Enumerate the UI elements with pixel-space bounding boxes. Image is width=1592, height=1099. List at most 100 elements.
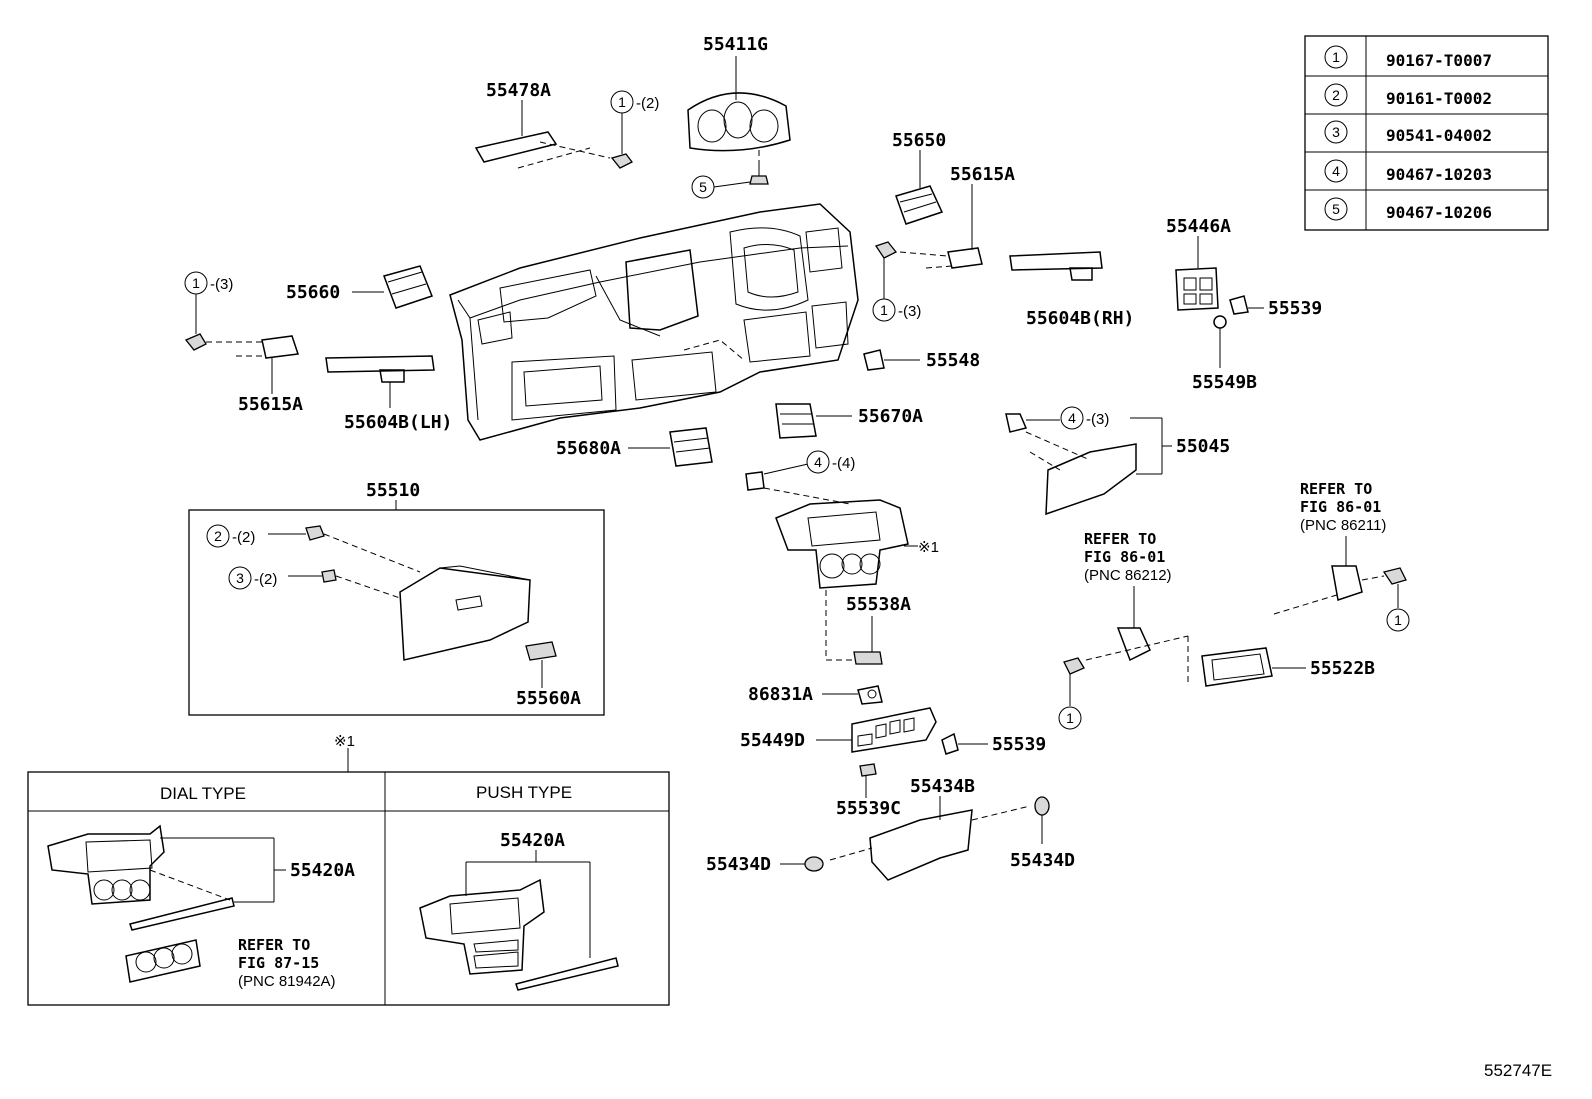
refer-86212-line3: (PNC 86212)	[1084, 567, 1172, 584]
label-55522B: 55522B	[1310, 658, 1375, 679]
callout-4-center-qty: -(4)	[832, 455, 855, 472]
label-55548: 55548	[926, 350, 980, 371]
center-cluster-drawing	[745, 463, 909, 665]
label-55660: 55660	[286, 282, 340, 303]
label-55411G: 55411G	[703, 34, 768, 55]
label-55670A: 55670A	[858, 406, 923, 427]
clip-55548-drawing	[863, 349, 920, 371]
label-55045: 55045	[1176, 436, 1230, 457]
refer-86211-line2: FIG 86-01	[1300, 498, 1381, 516]
parts-legend-table: 1 90167-T0007 2 90161-T0002 3 90541-0400…	[1304, 35, 1549, 231]
label-55539C: 55539C	[836, 798, 901, 819]
callout-1-top-qty: -(2)	[636, 95, 659, 112]
legend-part-3: 90541-04002	[1386, 126, 1492, 145]
label-55539-center: 55539	[992, 734, 1046, 755]
label-55615A-left: 55615A	[238, 394, 303, 415]
bezel-55522B-drawing	[1063, 593, 1341, 706]
callout-1-lower: 1	[1066, 710, 1074, 726]
star1-mark-main: ※1	[918, 539, 939, 556]
callout-4-right: 4	[1068, 410, 1076, 426]
callout-3-glovebox: 3	[236, 570, 244, 586]
callout-1-right-qty: -(3)	[898, 303, 921, 320]
label-55434D-right: 55434D	[1010, 850, 1075, 871]
panel-55434B-drawing	[829, 796, 1031, 881]
vent-55650-drawing	[895, 150, 944, 225]
label-55615A-right: 55615A	[950, 164, 1015, 185]
legend-part-5: 90467-10206	[1386, 203, 1492, 222]
label-55538A: 55538A	[846, 594, 911, 615]
label-55560A: 55560A	[516, 688, 581, 709]
label-55449D: 55449D	[740, 730, 805, 751]
label-55420A-push: 55420A	[500, 830, 565, 851]
vent-55660-drawing	[352, 265, 433, 309]
glovebox-inset	[188, 500, 605, 716]
part-86831A-drawing	[822, 685, 883, 705]
label-55604B-rh: 55604B(RH)	[1026, 308, 1134, 329]
switch-55446A-drawing	[1175, 236, 1219, 311]
clip-55539-center-drawing	[941, 732, 988, 755]
legend-ref-4: 4	[1332, 163, 1340, 179]
refer-86211-block: REFER TO FIG 86-01 (PNC 86211)	[1300, 480, 1407, 608]
label-55434B: 55434B	[910, 776, 975, 797]
instrument-panel-drawing	[449, 203, 859, 441]
legend-part-2: 90161-T0002	[1386, 89, 1492, 108]
callout-3-glovebox-qty: -(2)	[254, 571, 277, 588]
refer-8715-line1: REFER TO	[238, 936, 310, 954]
vent-55680A-drawing	[628, 427, 713, 467]
callout-1-left: 1	[192, 275, 200, 291]
legend-part-1: 90167-T0007	[1386, 51, 1492, 70]
header-dial-type: DIAL TYPE	[160, 784, 246, 803]
legend-ref-1: 1	[1332, 49, 1340, 65]
label-86831A: 86831A	[748, 684, 813, 705]
legend-ref-5: 5	[1332, 201, 1340, 217]
callout-2-glovebox-qty: -(2)	[232, 529, 255, 546]
switch-55449D-drawing	[816, 707, 937, 753]
label-55434D-left: 55434D	[706, 854, 771, 875]
clip-5-drawing	[749, 150, 769, 185]
clip-55434D-left-drawing	[780, 856, 824, 872]
screw-1-top-drawing	[610, 112, 633, 169]
callout-1-left-qty: -(3)	[210, 276, 233, 293]
label-55510: 55510	[366, 480, 420, 501]
star1-mark-box: ※1	[334, 733, 355, 750]
callout-1-refer: 1	[1394, 612, 1402, 628]
label-55539-right: 55539	[1268, 298, 1322, 319]
meter-hood-part	[687, 56, 791, 152]
legend-part-4: 90467-10203	[1386, 165, 1492, 184]
label-55604B-lh: 55604B(LH)	[344, 412, 452, 433]
cap-55549B-drawing	[1213, 315, 1227, 368]
label-55549B: 55549B	[1192, 372, 1257, 393]
refer-86212-line2: FIG 86-01	[1084, 548, 1165, 566]
label-55680A: 55680A	[556, 438, 621, 459]
callout-5: 5	[699, 179, 707, 195]
label-55650: 55650	[892, 130, 946, 151]
callout-1-top: 1	[618, 94, 626, 110]
bracket-55615A-left-drawing	[184, 294, 300, 394]
label-55446A: 55446A	[1166, 216, 1231, 237]
label-55420A-dial: 55420A	[290, 860, 355, 881]
refer-86212-block: REFER TO FIG 86-01 (PNC 86212)	[1084, 530, 1172, 662]
figure-id: 552747E	[1484, 1061, 1552, 1080]
legend-ref-2: 2	[1332, 87, 1340, 103]
refer-86211-line3: (PNC 86211)	[1300, 517, 1386, 534]
bracket-55478A-drawing	[474, 100, 611, 169]
legend-ref-3: 3	[1332, 124, 1340, 140]
header-push-type: PUSH TYPE	[476, 783, 572, 802]
bracket-55615A-right-drawing	[874, 184, 983, 269]
refer-86211-line1: REFER TO	[1300, 480, 1372, 498]
vent-55670A-drawing	[775, 403, 852, 439]
cover-55045-drawing	[1005, 413, 1172, 516]
clip-55539-right-drawing	[1229, 295, 1264, 315]
callout-4-center: 4	[814, 454, 822, 470]
callout-4-right-qty: -(3)	[1086, 411, 1109, 428]
clip-55539C-drawing	[859, 763, 877, 798]
label-55478A: 55478A	[486, 80, 551, 101]
panel-55604B-lh-drawing	[325, 355, 435, 408]
refer-8715-line3: (PNC 81942A)	[238, 973, 336, 990]
refer-8715-line2: FIG 87-15	[238, 954, 319, 972]
panel-55604B-rh-drawing	[1009, 251, 1103, 281]
variant-box	[27, 748, 670, 1006]
callout-1-right: 1	[880, 302, 888, 318]
clip-55434D-right-drawing	[1034, 796, 1050, 844]
